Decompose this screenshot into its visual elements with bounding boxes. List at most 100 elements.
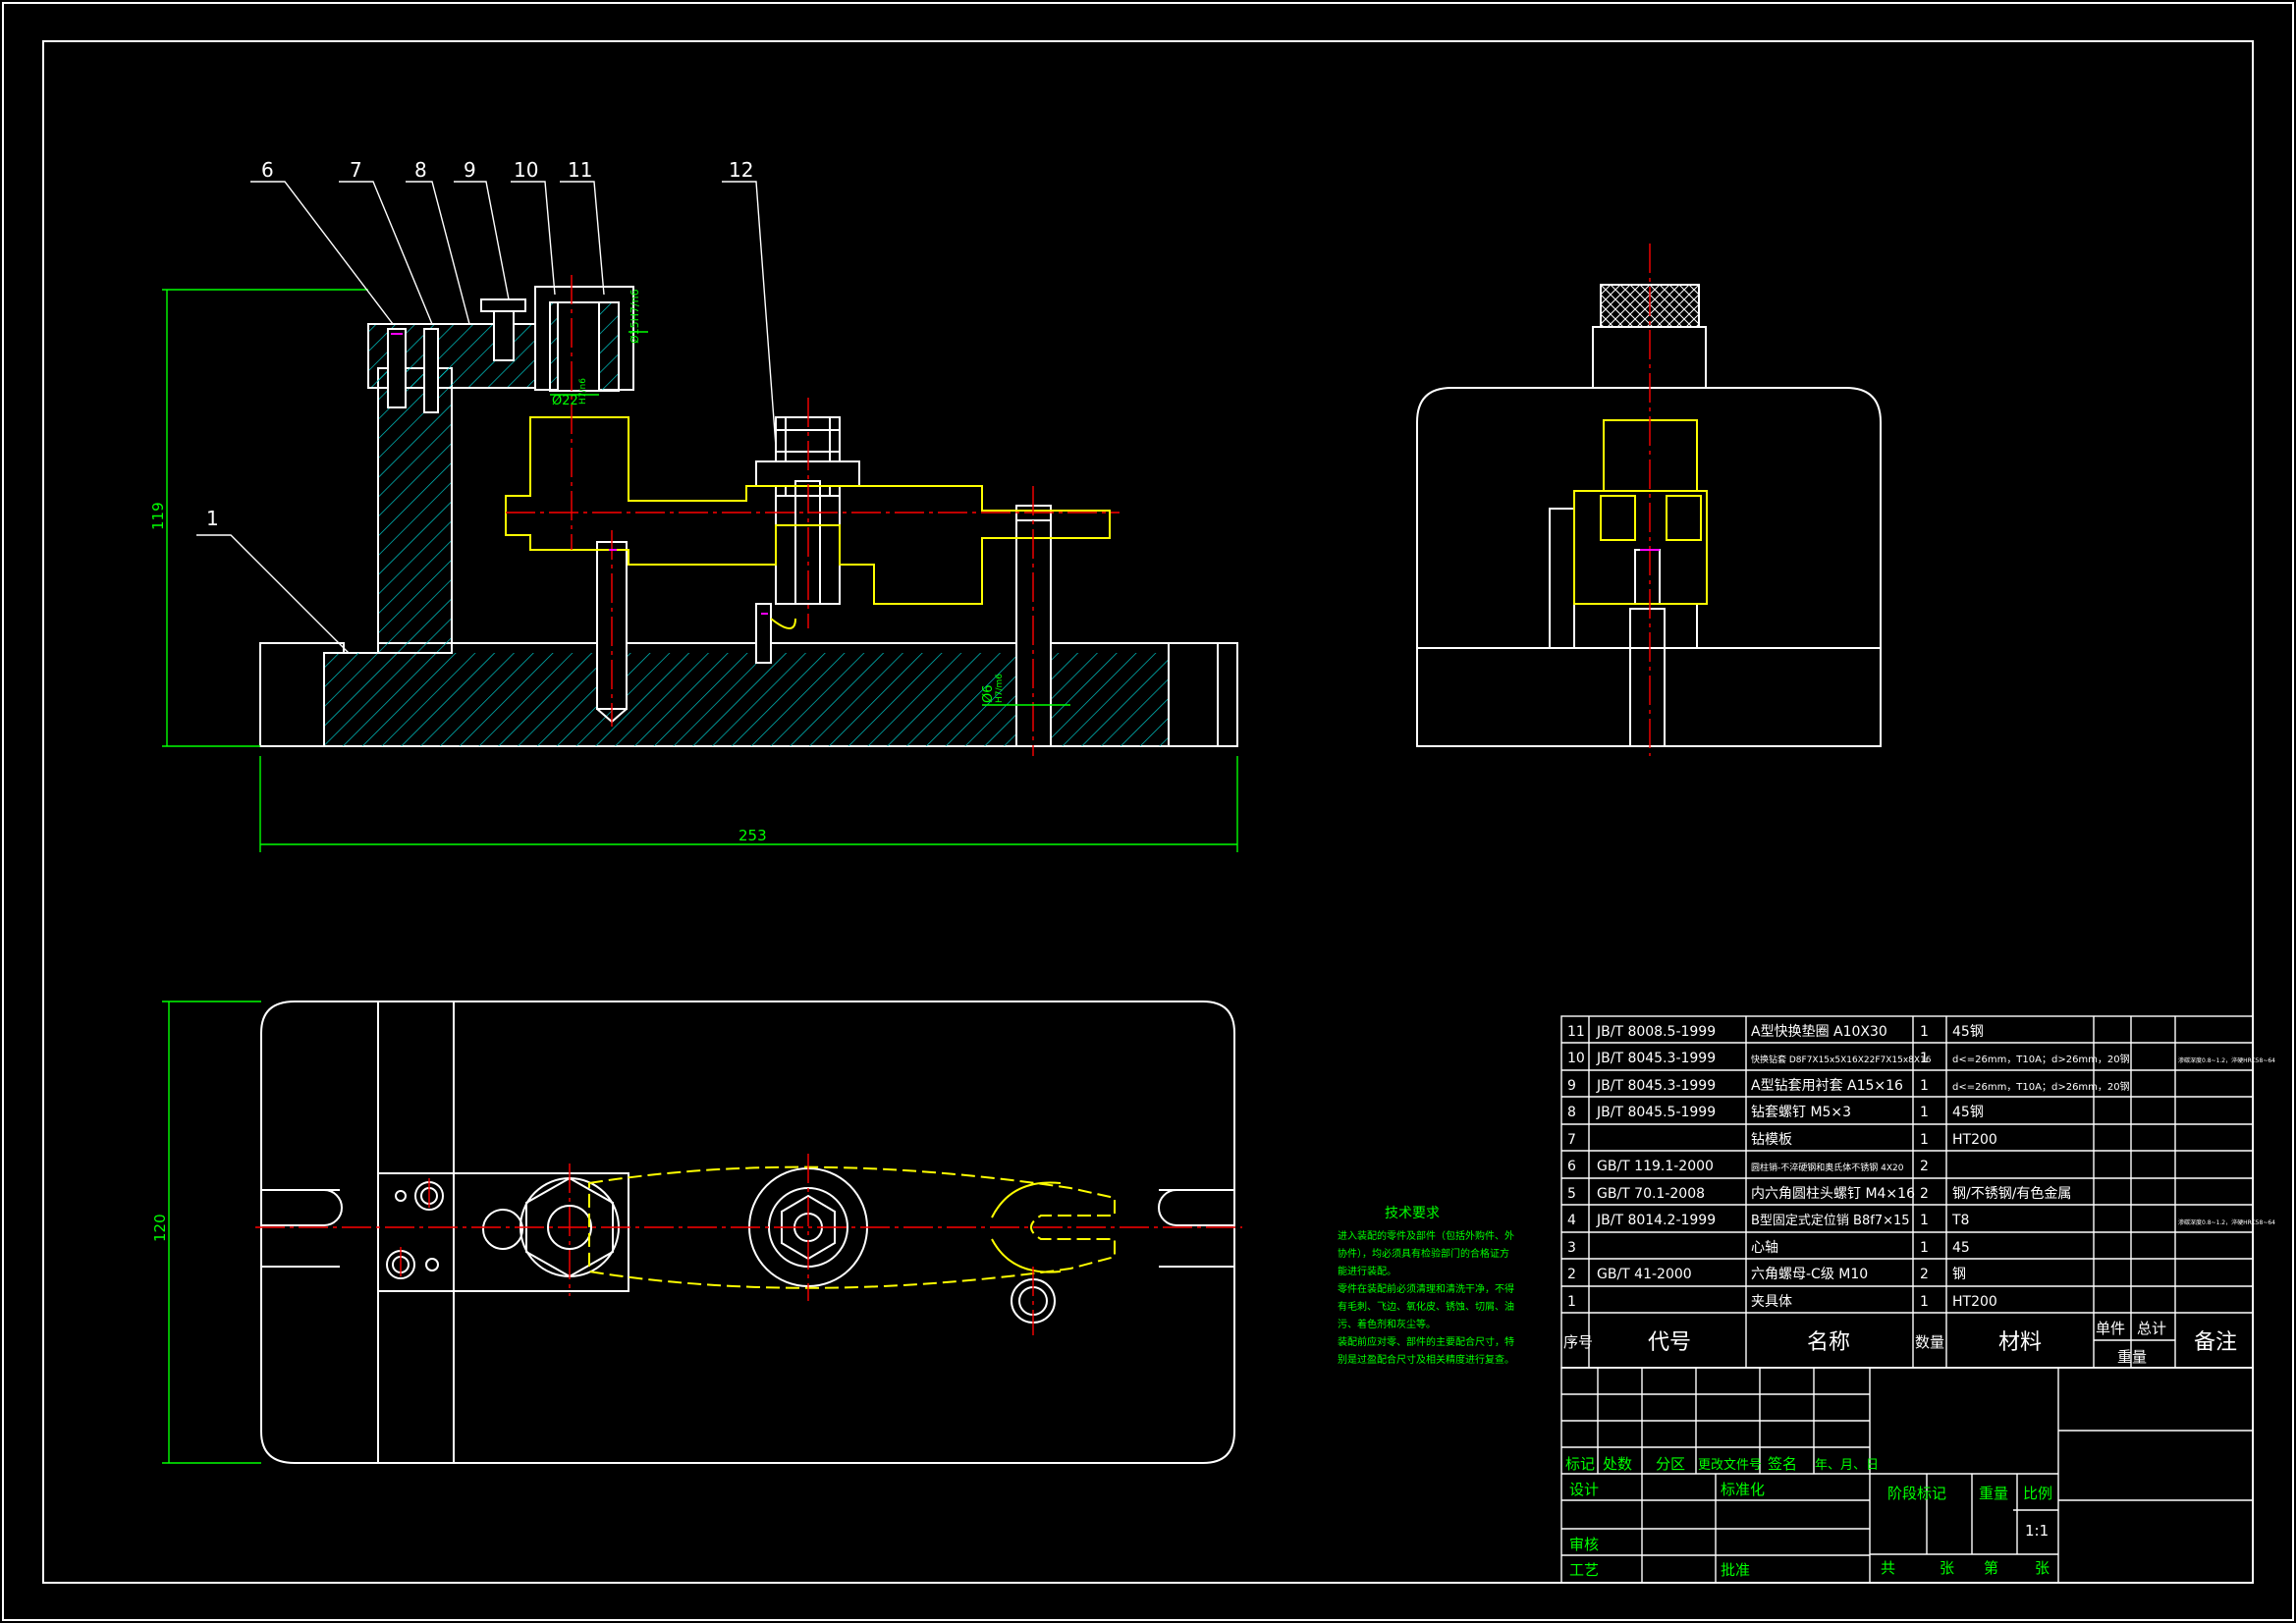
bom-code: JB/T 8008.5-1999: [1596, 1024, 1716, 1040]
bom-name: 六角螺母-C级 M10: [1751, 1267, 1868, 1282]
dim-height-119: 119: [149, 502, 167, 530]
sheet-border-inner: [42, 40, 2254, 1584]
side-workpiece: [1573, 419, 1708, 605]
front-workpiece: [505, 416, 1111, 629]
balloon-labels: 6 7 8 9 10 11 12 1: [206, 158, 753, 530]
bom-qty: 1: [1920, 1105, 1929, 1120]
tech-line: 别是过盈配合尺寸及相关精度进行复查。: [1338, 1353, 1514, 1366]
tb-change-doc: 更改文件号: [1698, 1458, 1762, 1473]
bom-qty: 2: [1920, 1186, 1929, 1202]
bom-header-material: 材料: [1998, 1330, 2042, 1355]
bom-remark: 渗碳深度0.8~1.2，淬硬HRC58~64: [2178, 1218, 2275, 1226]
balloon-leaders: [196, 181, 777, 654]
tb-approve: 批准: [1721, 1561, 1750, 1579]
bom-no: 7: [1567, 1132, 1576, 1148]
dim-pin-tol: H7/m6: [995, 674, 1005, 703]
title-block-grid: [1560, 1367, 2254, 1584]
bom-name: 心轴: [1751, 1240, 1778, 1256]
tech-line: 协件），均必须具有检验部门的合格证方: [1338, 1247, 1509, 1260]
bom-no: 6: [1567, 1159, 1576, 1174]
balloon-9: 9: [464, 158, 476, 182]
bom-code: GB/T 41-2000: [1597, 1267, 1692, 1282]
bom-material: d<=26mm，T10A；d>26mm，20钢: [1952, 1080, 2130, 1093]
tb-sheet-no: 第: [1984, 1559, 1998, 1577]
bom-qty: 2: [1920, 1159, 1929, 1174]
bom-material: 钢: [1952, 1267, 1966, 1282]
front-centerlines: [506, 275, 1120, 756]
bom-qty: 1: [1920, 1051, 1929, 1066]
balloon-1: 1: [206, 507, 219, 530]
tech-line: 进入装配的零件及部件（包括外购件、外: [1338, 1229, 1514, 1242]
tb-review: 审核: [1569, 1536, 1599, 1553]
bom-header-total: 总计: [2137, 1320, 2166, 1337]
tech-line: 污、着色剂和灰尘等。: [1338, 1318, 1436, 1330]
tech-line: 能进行装配。: [1338, 1265, 1396, 1277]
tb-total: 共: [1881, 1559, 1895, 1577]
bom-qty: 1: [1920, 1132, 1929, 1148]
tb-count: 处数: [1603, 1455, 1632, 1473]
bom-code: GB/T 119.1-2000: [1597, 1159, 1714, 1174]
bom-no: 8: [1567, 1105, 1576, 1120]
tech-line: 零件在装配前必须清理和清洗干净，不得: [1338, 1282, 1514, 1295]
bom-name: A型钻套用衬套 A15×16: [1751, 1078, 1903, 1094]
dim-dia-bush: Ø22: [552, 394, 578, 408]
balloon-7: 7: [350, 158, 362, 182]
bom-header-qty: 数量: [1915, 1333, 1944, 1351]
bom-name: 钻套螺钉 M5×3: [1751, 1105, 1851, 1120]
dim-fit1: Ø15H7/n6: [629, 289, 641, 344]
bom-header-weight: 重量: [2117, 1348, 2147, 1366]
bom-name: 钻模板: [1751, 1132, 1792, 1148]
bom-no: 2: [1567, 1267, 1576, 1282]
bom-material: 45: [1952, 1240, 1970, 1256]
tech-title: 技术要求: [1385, 1206, 1440, 1221]
dim-plan-120: 120: [151, 1214, 169, 1242]
bom-code: JB/T 8045.3-1999: [1596, 1051, 1716, 1066]
bom-material: HT200: [1952, 1132, 1997, 1148]
tb-scale-value: 1:1: [2025, 1522, 2049, 1540]
dim-pin-dia: Ø6: [981, 684, 996, 703]
front-dimensions: [162, 289, 1238, 852]
bom-no: 11: [1567, 1024, 1585, 1040]
tb-process: 工艺: [1569, 1561, 1599, 1579]
bom-material: 45钢: [1952, 1024, 1984, 1040]
tb-mark: 标记: [1565, 1455, 1595, 1473]
front-dim-text: 119 253 Ø22 H7/n6 Ø6 H7/m6 Ø15H7/n6: [149, 289, 1005, 844]
bom-qty: 1: [1920, 1078, 1929, 1094]
bom-header-remark: 备注: [2194, 1330, 2237, 1355]
bom-name: 夹具体: [1751, 1294, 1792, 1310]
bom-header: 序号 代号 名称 数量 材料 单件 总计 重量 备注: [1563, 1320, 2237, 1366]
plan-view: [260, 1001, 1235, 1464]
plan-workpiece: [588, 1165, 1116, 1289]
bom-material: 45钢: [1952, 1105, 1984, 1120]
tb-sheet: 张: [2035, 1559, 2050, 1577]
bom-material: 钢/不锈钢/有色金属: [1952, 1185, 2071, 1202]
bom-header-no: 序号: [1563, 1333, 1593, 1351]
bom-material: d<=26mm，T10A；d>26mm，20钢: [1952, 1053, 2130, 1065]
bom-name: A型快换垫圈 A10X30: [1751, 1023, 1887, 1040]
bom-header-code: 代号: [1648, 1330, 1691, 1355]
balloon-12: 12: [729, 158, 753, 182]
title-block-labels: 标记 处数 分区 更改文件号 签名 年、月、日 设计 标准化 审核 工艺 批准 …: [1565, 1455, 2052, 1579]
bom-code: JB/T 8045.5-1999: [1596, 1105, 1716, 1120]
tb-date: 年、月、日: [1815, 1458, 1879, 1473]
bom-code: JB/T 8014.2-1999: [1596, 1213, 1716, 1228]
side-view: [1416, 284, 1882, 747]
bom-remark: 渗碳深度0.8~1.2，淬硬HRC58~64: [2178, 1056, 2275, 1064]
bom-qty: 1: [1920, 1024, 1929, 1040]
balloon-8: 8: [414, 158, 427, 182]
plan-dimensions: [162, 1001, 261, 1464]
tb-weight: 重量: [1979, 1485, 2008, 1502]
bom-name: B型固定式定位销 B8f7×15: [1751, 1214, 1910, 1228]
bom-qty: 1: [1920, 1294, 1929, 1310]
bom-name: 内六角圆柱头螺钉 M4×16: [1751, 1186, 1915, 1202]
bom-name: 快换钻套 D8F7X15x5X16X22F7X15x8X16: [1751, 1054, 1932, 1065]
tb-design: 设计: [1569, 1481, 1599, 1498]
bom-material: HT200: [1952, 1294, 1997, 1310]
bom-no: 1: [1567, 1294, 1576, 1310]
front-view: [259, 286, 1238, 747]
plan-centerlines: [255, 1154, 1242, 1335]
bom-material: T8: [1951, 1213, 1969, 1228]
tb-zone: 分区: [1656, 1455, 1685, 1473]
bom-name: 圆柱销-不淬硬钢和奥氏体不锈钢 4X20: [1751, 1162, 1904, 1173]
